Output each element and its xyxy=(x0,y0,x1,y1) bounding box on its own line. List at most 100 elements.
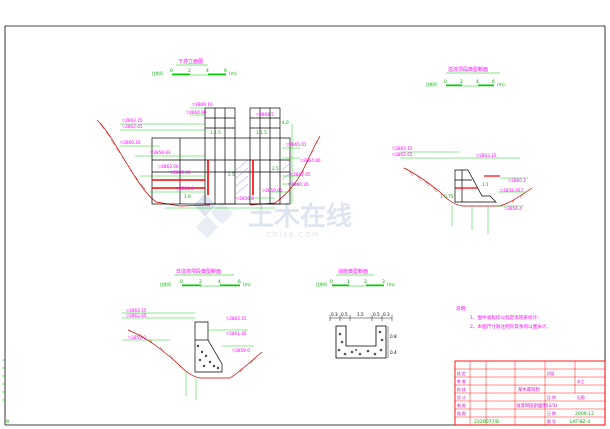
lower-mid-dim: 0.5 xyxy=(341,312,348,317)
main-gates xyxy=(152,160,254,195)
lower-left-elev: ▽2859.0 xyxy=(232,348,250,353)
main-view: 下游立面图 比例尺 0 2 4 6 (m) xyxy=(96,58,321,209)
title-block-date-value: 2009.12 xyxy=(575,411,594,417)
main-hatch xyxy=(235,159,290,195)
main-dim-lines xyxy=(120,107,300,209)
title-block-row: 核 定 xyxy=(457,371,466,376)
scale-tick: 2 xyxy=(364,279,367,285)
scale-tick: 0 xyxy=(170,68,173,74)
right-scale-bar: 0 2 4 6 (m) xyxy=(444,79,505,88)
scale-tick: 6 xyxy=(492,79,495,85)
right-elev: ▽2860.2 xyxy=(508,178,526,183)
main-elev: ▽2862.65 xyxy=(122,124,143,129)
main-elev: ▽2863.00 xyxy=(158,164,179,169)
right-view: 溢流坝段典型断面 比例尺 0 2 4 6 (m) xyxy=(392,66,533,234)
lower-left-note: ▽2863.15 xyxy=(126,308,147,313)
lower-left-elev: ▽2863.15 xyxy=(226,316,247,321)
scale-unit: (m) xyxy=(497,82,505,88)
lower-mid-dim: 0.4 xyxy=(390,350,397,355)
watermark-text: 土木在线 xyxy=(248,202,352,232)
lower-left-scale-label: 比例尺 xyxy=(160,282,172,287)
lower-mid-view: 消能典型断面 比例尺 0 1 2 3 (m) 0.3 0.5 1.5 0.5 0… xyxy=(316,268,397,359)
title-block-code: 2320077/8 xyxy=(474,419,499,425)
title-block-row: 校 核 xyxy=(457,387,466,392)
scale-tick: 4 xyxy=(218,279,221,285)
lower-left-dam-section xyxy=(194,321,223,373)
title-block-part: 水工 xyxy=(577,379,585,384)
title-block-date-label: 日 期 xyxy=(547,411,556,416)
right-view-title: 溢流坝段典型断面 xyxy=(448,66,488,73)
lower-mid-scale-bar: 0 1 2 3 (m) xyxy=(330,279,395,288)
watermark: 土木在线 COI88.COM xyxy=(193,193,352,239)
main-elev: ▽2864.80 xyxy=(300,158,321,163)
title-block-drawing-name: 溢流坝段剖面图(2/3) xyxy=(516,402,558,409)
right-scale-label: 比例尺 xyxy=(426,82,438,87)
main-elev: ▽2856.8 xyxy=(176,186,194,191)
right-elev: ▽2858.957 xyxy=(500,188,524,193)
lower-mid-dim: 1.5 xyxy=(357,312,364,317)
right-note: ▽2862.65 xyxy=(392,152,413,157)
scale-unit: (m) xyxy=(243,282,251,288)
title-block-stage: 初设 xyxy=(547,371,555,376)
lower-mid-dim: 0.5 xyxy=(373,312,380,317)
left-margin-marks xyxy=(2,359,6,401)
lower-left-terrain-hatch xyxy=(139,333,254,373)
title-block-number-value: LAT-BZ-4 xyxy=(570,419,590,425)
lower-left-elev: ▽2861.45 xyxy=(226,331,247,336)
main-view-title: 下游立面图 xyxy=(178,58,203,65)
notes-line: 1、图中高程均以假定高程系统计; xyxy=(470,314,539,321)
right-terrain xyxy=(403,167,533,207)
scale-tick: 6 xyxy=(238,279,241,285)
scale-tick: 0 xyxy=(330,279,333,285)
main-elev: ▽2859.00 xyxy=(262,188,283,193)
right-note: ▽2863.15 xyxy=(392,146,413,151)
title-block-row: 审 查 xyxy=(457,379,466,384)
main-elev: ▽2864.5 xyxy=(256,112,274,117)
main-dam-body xyxy=(151,107,291,205)
lower-left-note: ▽2859.0 xyxy=(128,335,146,340)
notes-line: 2、本图尺寸除注明外其余均以厘米计。 xyxy=(470,323,551,330)
right-slope: 1:0.75 xyxy=(440,194,454,199)
main-dim: 1:1.5 xyxy=(256,130,267,135)
title-block-row: 制 图 xyxy=(457,403,466,408)
title-block-row: 描 图 xyxy=(457,411,466,416)
lower-left-dim-lines xyxy=(122,312,254,400)
main-terrain-left xyxy=(96,119,211,207)
main-dim: 2.5 xyxy=(228,172,235,177)
scale-tick: 6 xyxy=(224,68,227,74)
scale-tick: 4 xyxy=(476,79,479,85)
right-dam-section xyxy=(454,169,497,203)
right-red-lines xyxy=(455,175,500,189)
lower-left-fill xyxy=(196,344,220,370)
main-dim: 1.0 xyxy=(184,194,191,199)
watermark-logo-icon xyxy=(193,193,234,239)
main-elev: ▽2859.00 xyxy=(170,170,191,175)
main-scale-label: 比例尺 xyxy=(152,71,164,76)
scale-unit: (m) xyxy=(229,71,237,77)
title-block-row: 设 计 xyxy=(457,395,466,400)
main-elev: ▽2858.83 xyxy=(150,150,171,155)
title-block-scale-label: 比 例 xyxy=(547,395,556,400)
lower-mid-dim: 0.3 xyxy=(331,312,338,317)
lower-mid-dim-top xyxy=(329,315,393,321)
watermark-subtext: COI88.COM xyxy=(266,231,320,239)
lower-left-view: 非溢流坝段典型断面 比例尺 0 2 4 6 (m) xyxy=(122,268,263,400)
lower-left-scale-bar: 0 2 4 6 (m) xyxy=(180,279,251,288)
right-elev: ▽2856.4 xyxy=(504,206,522,211)
lower-mid-dim: 0.8 xyxy=(390,334,397,339)
title-block: 核 定 审 查 校 核 设 计 制 图 描 图 初设 水工 某水库除险 溢流坝段… xyxy=(454,360,606,426)
scale-tick: 2 xyxy=(188,68,191,74)
main-elev: ▽2862.65 xyxy=(290,172,311,177)
main-dim: 1:1.5 xyxy=(210,130,221,135)
lower-mid-dim: 0.3 xyxy=(383,312,390,317)
right-slope: 1:1 xyxy=(482,182,489,187)
page-number: 9 xyxy=(6,419,9,425)
main-terrain-left-hatch xyxy=(99,123,146,190)
title-block-project: 某水库除险 xyxy=(518,386,541,393)
title-block-scale-value: 见图 xyxy=(577,395,585,400)
main-elev: ▽2860.20 xyxy=(288,182,309,187)
scale-tick: 0 xyxy=(444,79,447,85)
notes: 说明: 1、图中高程均以假定高程系统计; 2、本图尺寸除注明外其余均以厘米计。 xyxy=(456,305,551,330)
